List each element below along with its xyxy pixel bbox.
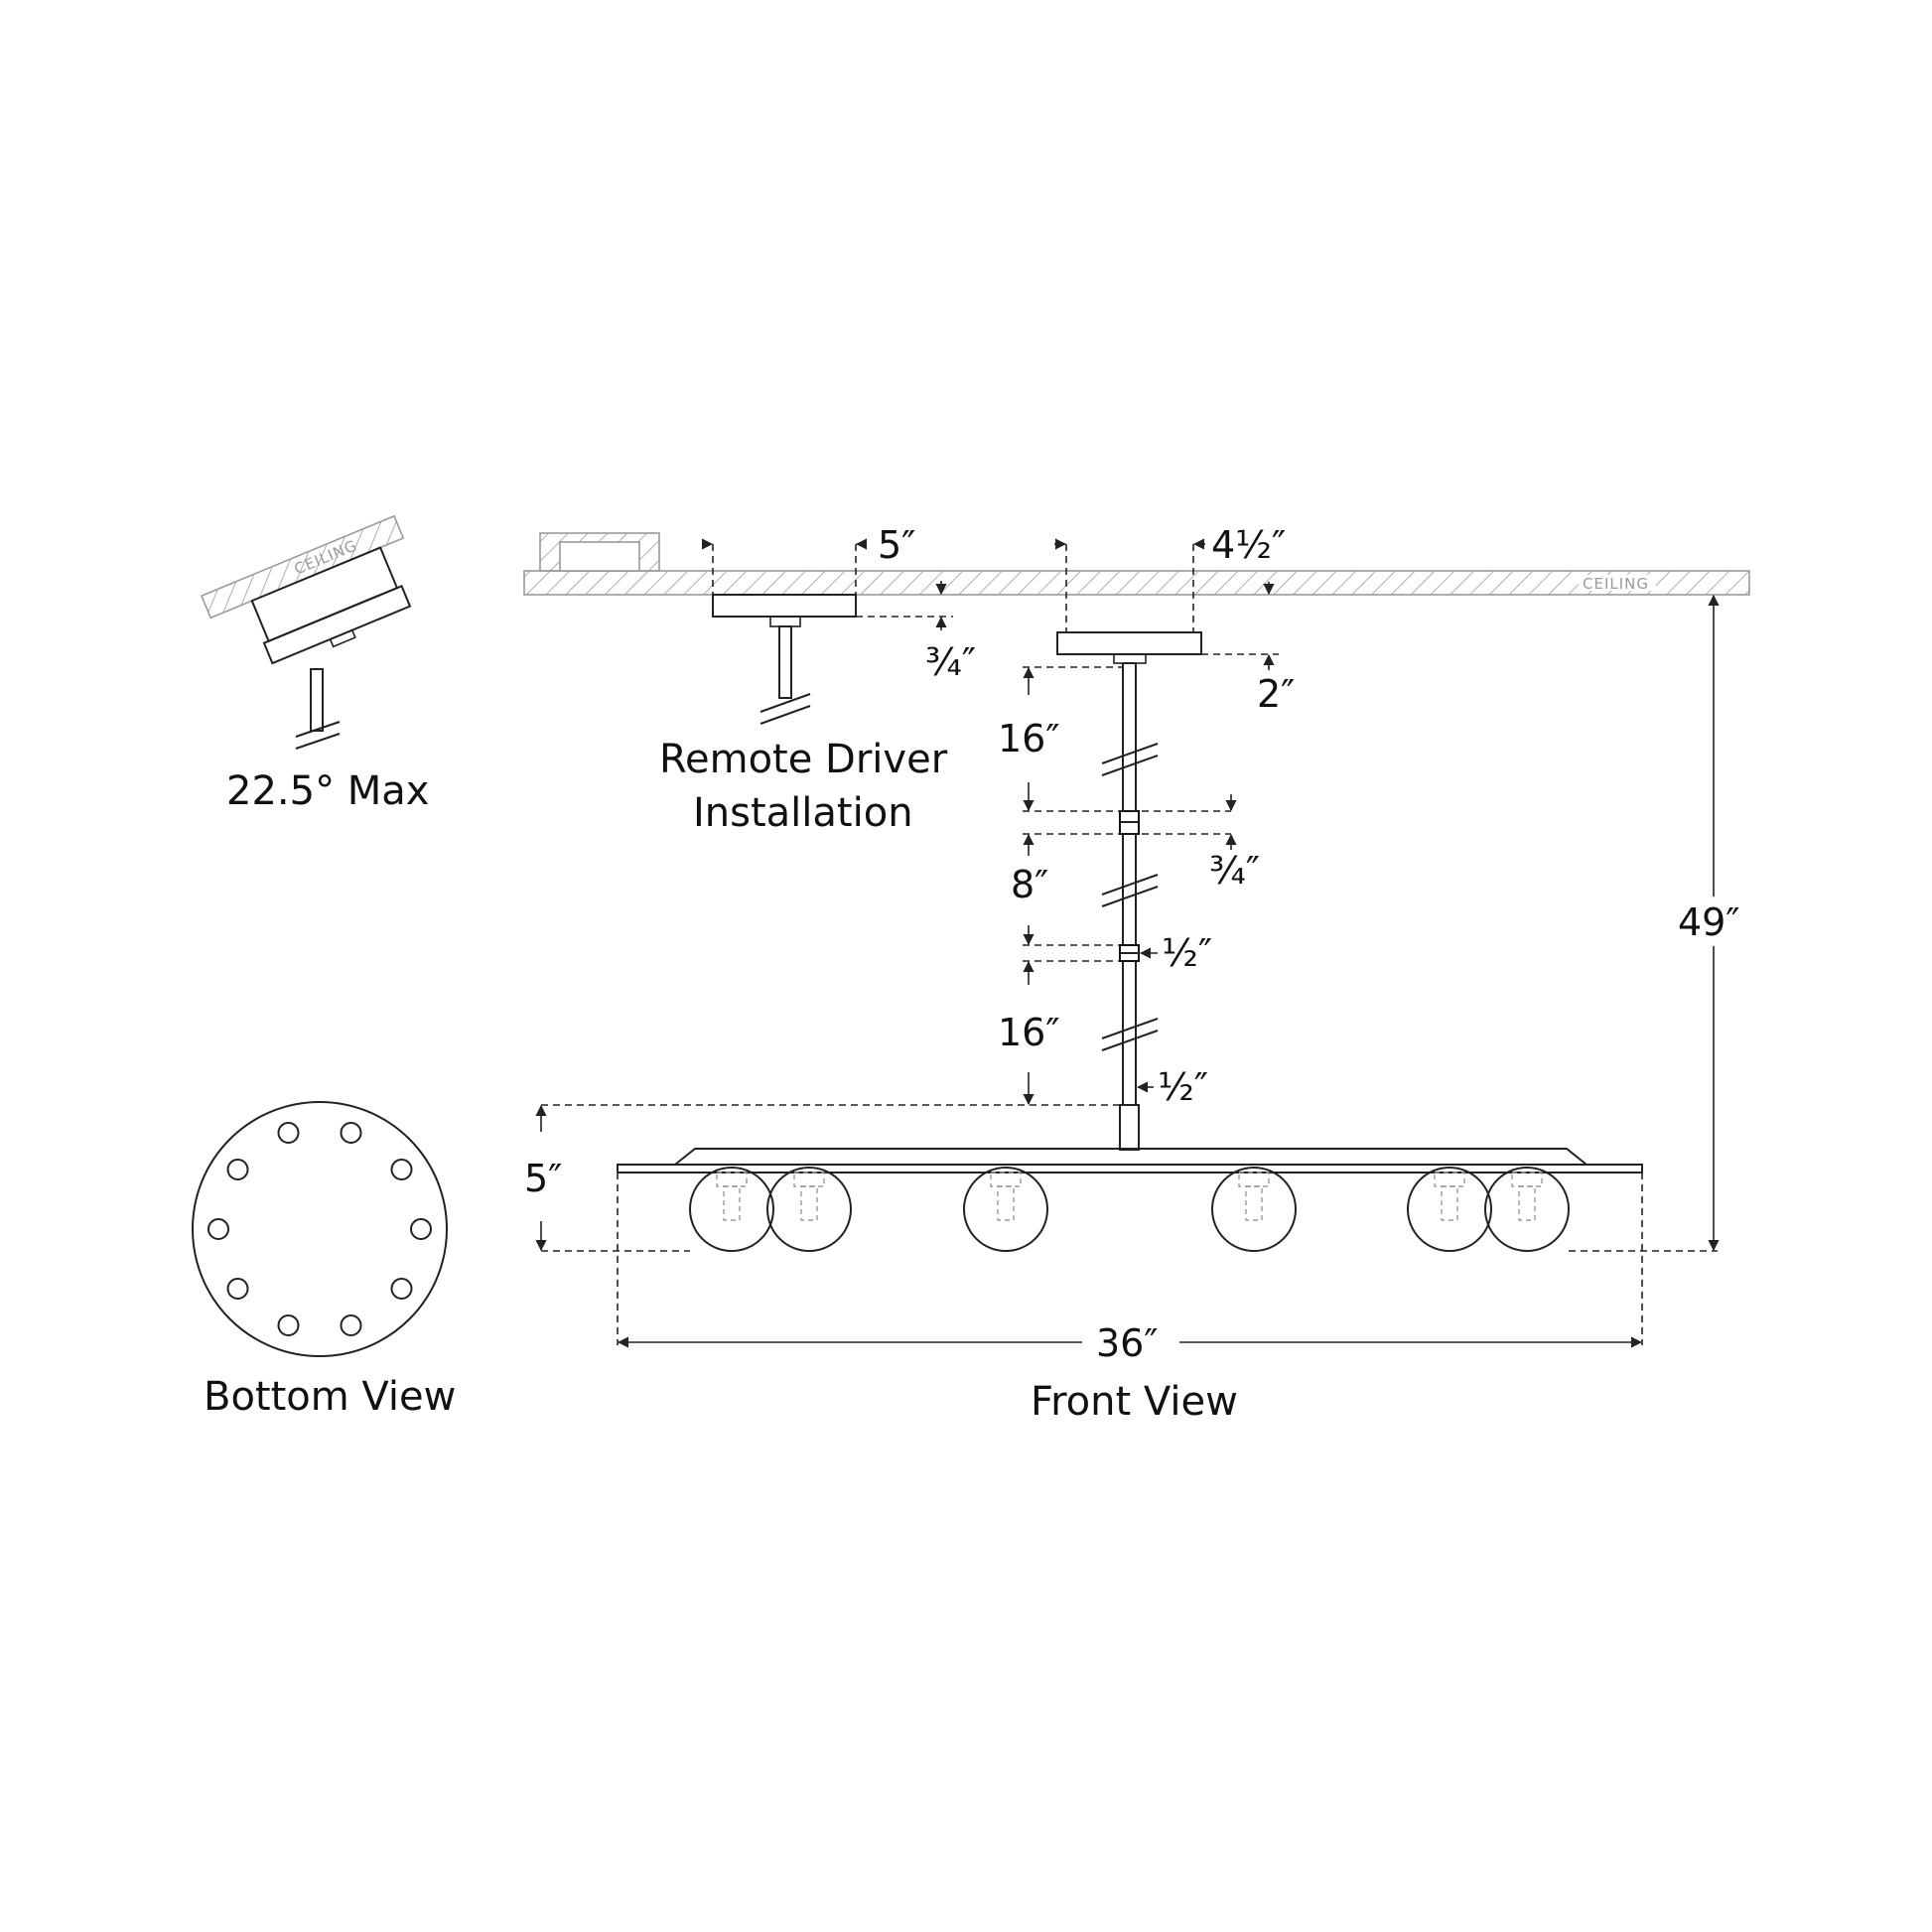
sloped-stem-break — [295, 721, 341, 738]
remote-caption-line1: Remote Driver — [659, 737, 948, 782]
globe-2 — [766, 1167, 852, 1252]
stem-break-middle — [1101, 874, 1159, 896]
bottom-view-light — [226, 1278, 249, 1300]
globe-3 — [963, 1167, 1048, 1252]
canopy-height-dim: 2″ — [1257, 672, 1295, 716]
remote-canopy-width-dim: 5″ — [878, 523, 915, 567]
globe-4 — [1211, 1167, 1297, 1252]
bottom-view-light — [340, 1314, 362, 1336]
canopy-width-dim: 4½″ — [1211, 523, 1286, 567]
sloped-canopy-nub — [329, 628, 356, 648]
stem-bottom-gap-dim: ½″ — [1158, 1065, 1208, 1109]
bottom-view-disc — [192, 1101, 448, 1357]
remote-canopy — [712, 594, 857, 618]
bottom-view-light — [277, 1314, 300, 1336]
bottom-view-light — [390, 1159, 413, 1180]
fixture-top-plate — [674, 1148, 1587, 1166]
canopy — [1056, 631, 1202, 655]
bottom-view-light — [207, 1218, 229, 1240]
fixture-bar — [617, 1164, 1643, 1173]
sloped-ceiling-view: CEILING 22.5° Max — [200, 514, 429, 814]
globe-1 — [689, 1167, 774, 1252]
fixture-height-dim: 5″ — [524, 1157, 562, 1200]
coupler-upper-dim: ¾″ — [1209, 849, 1260, 893]
ceiling: CEILING — [523, 532, 1750, 596]
stem-break-upper — [1101, 743, 1159, 764]
bottom-caption: Bottom View — [204, 1374, 456, 1420]
stem-upper-dim: 16″ — [998, 717, 1060, 760]
canopy-nub — [1113, 653, 1147, 664]
bottom-view-light — [390, 1278, 413, 1300]
remote-canopy-height-dim: ¾″ — [925, 640, 976, 684]
stem-lower-dim: 16″ — [998, 1011, 1060, 1054]
bottom-view-lights — [207, 1122, 432, 1336]
sloped-stem — [310, 668, 324, 732]
sloped-canopy-plate — [262, 584, 412, 665]
remote-driver-view: 5″ ¾″ Remote Driver Installation — [659, 523, 976, 836]
globe-6 — [1484, 1167, 1570, 1252]
bottom-view-light — [340, 1122, 362, 1144]
overall-width-dim: 36″ — [1096, 1321, 1159, 1365]
front-caption: Front View — [1031, 1379, 1238, 1425]
stem-collar — [1119, 1104, 1140, 1151]
remote-canopy-nub — [769, 616, 801, 627]
tilt-caption: 22.5° Max — [226, 768, 429, 814]
globe-5 — [1407, 1167, 1492, 1252]
ceiling-label: CEILING — [1583, 575, 1649, 593]
bottom-view-light — [226, 1159, 249, 1180]
remote-caption-line2: Installation — [693, 790, 913, 836]
stem-middle-dim: 8″ — [1011, 863, 1048, 906]
bottom-view-light — [410, 1218, 432, 1240]
coupler-lower-dim: ½″ — [1162, 931, 1212, 975]
remote-stem-break — [759, 693, 811, 713]
bottom-view-light — [277, 1122, 300, 1144]
stem-break-lower — [1101, 1018, 1159, 1039]
bottom-view: Bottom View — [192, 1101, 456, 1420]
overall-height-dim: 49″ — [1678, 900, 1740, 944]
remote-stem — [778, 625, 792, 699]
front-view: 4½″ 2″ 16″ 8″ — [524, 523, 1740, 1425]
ceiling-slab — [523, 570, 1750, 596]
